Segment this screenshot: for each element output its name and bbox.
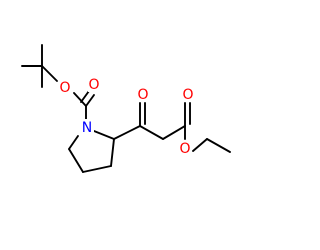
atom-o-ketone: O (136, 86, 150, 103)
molecule-structure: O O N O O O (21, 44, 231, 173)
bond-ester-o-to-ch2 (192, 138, 208, 152)
atom-n-ring-label: N (82, 120, 92, 136)
bond-boc-carbonyl-double-a (85, 94, 95, 107)
atom-n-ring: N (80, 119, 94, 136)
atom-o-ester-ethyl-label: O (179, 141, 190, 157)
bond-tbu-to-o (41, 65, 58, 82)
bond-ring-c3-to-c4 (82, 165, 112, 173)
bond-ketone-c-to-ch2 (139, 125, 164, 140)
atom-o-ester-carbonyl: O (181, 86, 195, 103)
bond-ch2-to-ester-c (162, 125, 186, 140)
bond-boc-carbonyl-double-b (80, 90, 90, 103)
bond-ring-c2-to-ketone-c (113, 125, 141, 140)
bond-ring-c4-to-c5 (68, 148, 84, 173)
bond-ethyl-ch2-to-ch3 (206, 138, 231, 153)
bond-ring-c5-to-n (68, 135, 79, 150)
atom-o-boc-ester-label: O (59, 80, 70, 96)
atom-o-ketone-label: O (137, 87, 148, 103)
atom-o-ester-carbonyl-label: O (182, 87, 193, 103)
atom-o-boc-carbonyl: O (88, 76, 100, 93)
atom-o-boc-ester: O (58, 79, 72, 96)
bond-o-to-boc-carbonyl (73, 92, 87, 107)
atom-o-boc-carbonyl-label: O (88, 77, 99, 93)
bond-ring-c2-to-c3 (110, 138, 115, 167)
bond-n-to-ring-c2 (93, 130, 115, 140)
atom-o-ester-ethyl: O (178, 140, 192, 157)
